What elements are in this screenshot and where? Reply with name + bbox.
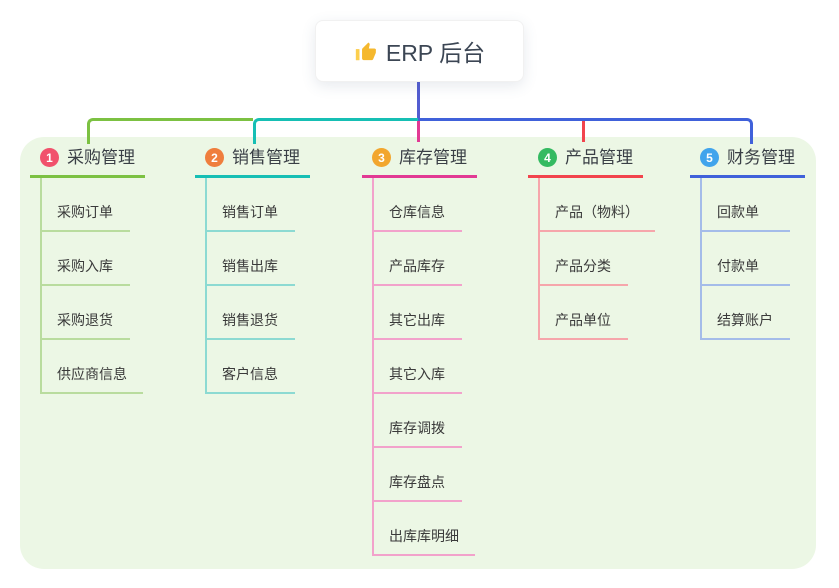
branch-title: 财务管理	[727, 148, 795, 167]
branch-inventory: 3 库存管理 仓库信息 产品库存 其它出库 其它入库 库存调拨 库存盘点 出库库…	[362, 146, 477, 556]
child-node[interactable]: 库存调拨	[374, 394, 462, 448]
branch-finance: 5 财务管理 回款单 付款单 结算账户	[690, 146, 805, 340]
child-node[interactable]: 销售订单	[207, 178, 295, 232]
child-node[interactable]: 产品（物料）	[540, 178, 655, 232]
connector-branch-2	[253, 118, 418, 144]
branch-product: 4 产品管理 产品（物料） 产品分类 产品单位	[528, 146, 655, 340]
child-node[interactable]: 结算账户	[702, 286, 790, 340]
branch-header[interactable]: 4 产品管理	[528, 146, 643, 178]
child-node[interactable]: 采购订单	[42, 178, 130, 232]
connector-branch-3	[417, 121, 420, 142]
child-node[interactable]: 其它入库	[374, 340, 462, 394]
branch-number-badge: 5	[700, 148, 719, 167]
child-node[interactable]: 产品库存	[374, 232, 462, 286]
child-node[interactable]: 库存盘点	[374, 448, 462, 502]
child-node[interactable]: 出库库明细	[374, 502, 475, 556]
branch-children: 销售订单 销售出库 销售退货 客户信息	[205, 178, 295, 394]
connector-branch-1	[87, 118, 253, 144]
branch-number-badge: 4	[538, 148, 557, 167]
branch-number-badge: 3	[372, 148, 391, 167]
branch-children: 仓库信息 产品库存 其它出库 其它入库 库存调拨 库存盘点 出库库明细	[372, 178, 475, 556]
child-node[interactable]: 回款单	[702, 178, 790, 232]
branch-purchase: 1 采购管理 采购订单 采购入库 采购退货 供应商信息	[30, 146, 145, 394]
root-stem-connector	[417, 82, 420, 120]
child-node[interactable]: 其它出库	[374, 286, 462, 340]
branch-header[interactable]: 2 销售管理	[195, 146, 310, 178]
branch-header[interactable]: 3 库存管理	[362, 146, 477, 178]
root-node[interactable]: ERP 后台	[315, 20, 524, 82]
branch-number-badge: 2	[205, 148, 224, 167]
branch-sales: 2 销售管理 销售订单 销售出库 销售退货 客户信息	[195, 146, 310, 394]
branch-title: 销售管理	[232, 148, 300, 167]
connector-branch-4	[582, 121, 585, 142]
branch-title: 产品管理	[565, 148, 633, 167]
background-panel	[20, 137, 816, 569]
root-title: ERP 后台	[385, 40, 486, 66]
child-node[interactable]: 采购入库	[42, 232, 130, 286]
branch-children: 回款单 付款单 结算账户	[700, 178, 790, 340]
branch-number-badge: 1	[40, 148, 59, 167]
child-node[interactable]: 产品分类	[540, 232, 628, 286]
branch-header[interactable]: 5 财务管理	[690, 146, 805, 178]
branch-children: 产品（物料） 产品分类 产品单位	[538, 178, 655, 340]
child-node[interactable]: 产品单位	[540, 286, 628, 340]
branch-title: 采购管理	[67, 148, 135, 167]
child-node[interactable]: 销售出库	[207, 232, 295, 286]
branch-header[interactable]: 1 采购管理	[30, 146, 145, 178]
thumbs-up-icon	[355, 41, 376, 60]
child-node[interactable]: 仓库信息	[374, 178, 462, 232]
connector-branch-5	[418, 118, 753, 144]
child-node[interactable]: 供应商信息	[42, 340, 143, 394]
child-node[interactable]: 销售退货	[207, 286, 295, 340]
child-node[interactable]: 付款单	[702, 232, 790, 286]
child-node[interactable]: 客户信息	[207, 340, 295, 394]
child-node[interactable]: 采购退货	[42, 286, 130, 340]
branch-children: 采购订单 采购入库 采购退货 供应商信息	[40, 178, 143, 394]
branch-title: 库存管理	[399, 148, 467, 167]
